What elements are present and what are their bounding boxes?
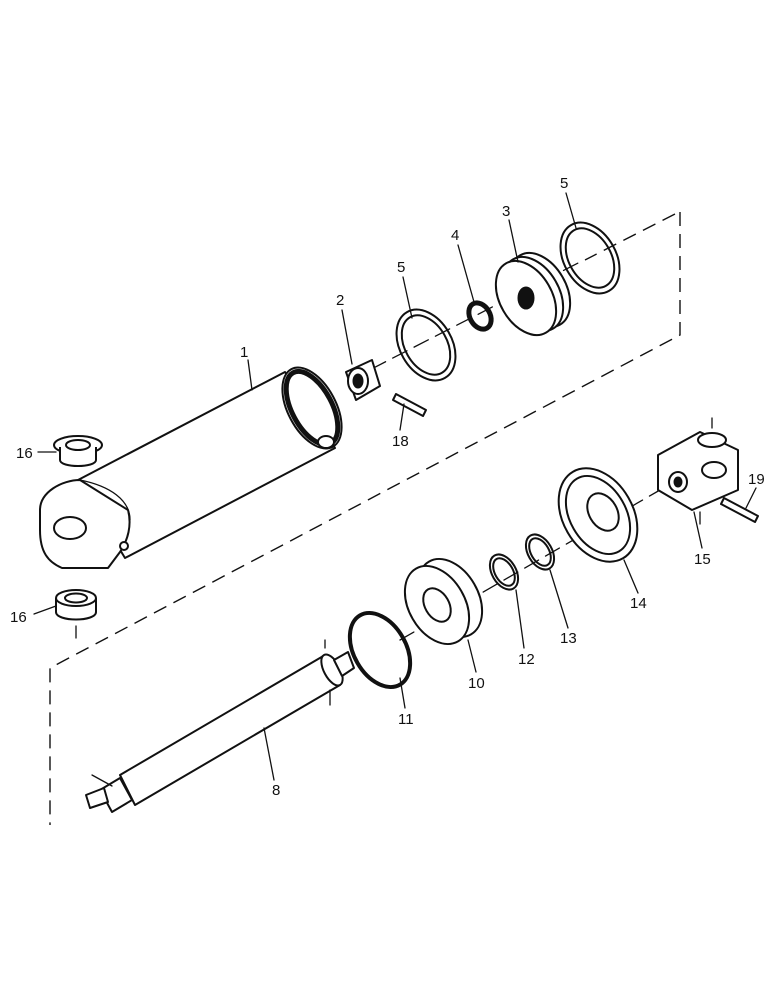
callout-8: 8	[272, 782, 280, 799]
clevis-bore	[53, 516, 87, 540]
bushing-top	[53, 435, 103, 467]
callout-11: 11	[398, 711, 414, 728]
callout-18: 18	[392, 433, 409, 450]
pin-18	[392, 393, 427, 417]
callout-5-left: 5	[397, 259, 405, 276]
guide-line-top	[584, 213, 676, 261]
callout-5-right: 5	[560, 175, 568, 192]
piston-rod	[85, 639, 355, 813]
clevis-edge	[79, 479, 131, 521]
callout-12: 12	[518, 651, 535, 668]
callout-10: 10	[468, 675, 485, 692]
guide-line-outer	[49, 212, 681, 825]
o-ring-5-left	[395, 308, 457, 382]
callout-2: 2	[336, 292, 344, 309]
callout-15: 15	[694, 551, 711, 568]
seal-13	[524, 533, 556, 571]
seal-12	[488, 553, 520, 591]
barrel-end	[281, 366, 343, 450]
callout-4: 4	[451, 227, 459, 244]
grease-nipple	[119, 541, 129, 551]
rod-fork	[657, 417, 739, 525]
nut	[345, 359, 381, 401]
callout-13: 13	[560, 630, 577, 647]
seal-4	[466, 300, 494, 332]
barrel-port	[317, 435, 335, 449]
o-ring-11	[347, 611, 413, 689]
callout-19: 19	[748, 471, 765, 488]
callout-14: 14	[630, 595, 647, 612]
cylinder-barrel	[39, 366, 343, 569]
o-ring-5-right	[559, 221, 621, 295]
end-cap	[557, 467, 639, 563]
callout-1: 1	[240, 344, 248, 361]
callouts: 1 2 3 4 5 5 8 10 11 12 13 14 15 16 16 18…	[10, 175, 765, 799]
leader-lines	[33, 192, 757, 781]
callout-3: 3	[502, 203, 510, 220]
gland	[403, 558, 484, 645]
callout-16-top: 16	[16, 445, 33, 462]
callout-16-bottom: 16	[10, 609, 27, 626]
bushing-bottom	[55, 589, 97, 639]
piston	[494, 252, 572, 336]
pin-19	[720, 497, 759, 523]
